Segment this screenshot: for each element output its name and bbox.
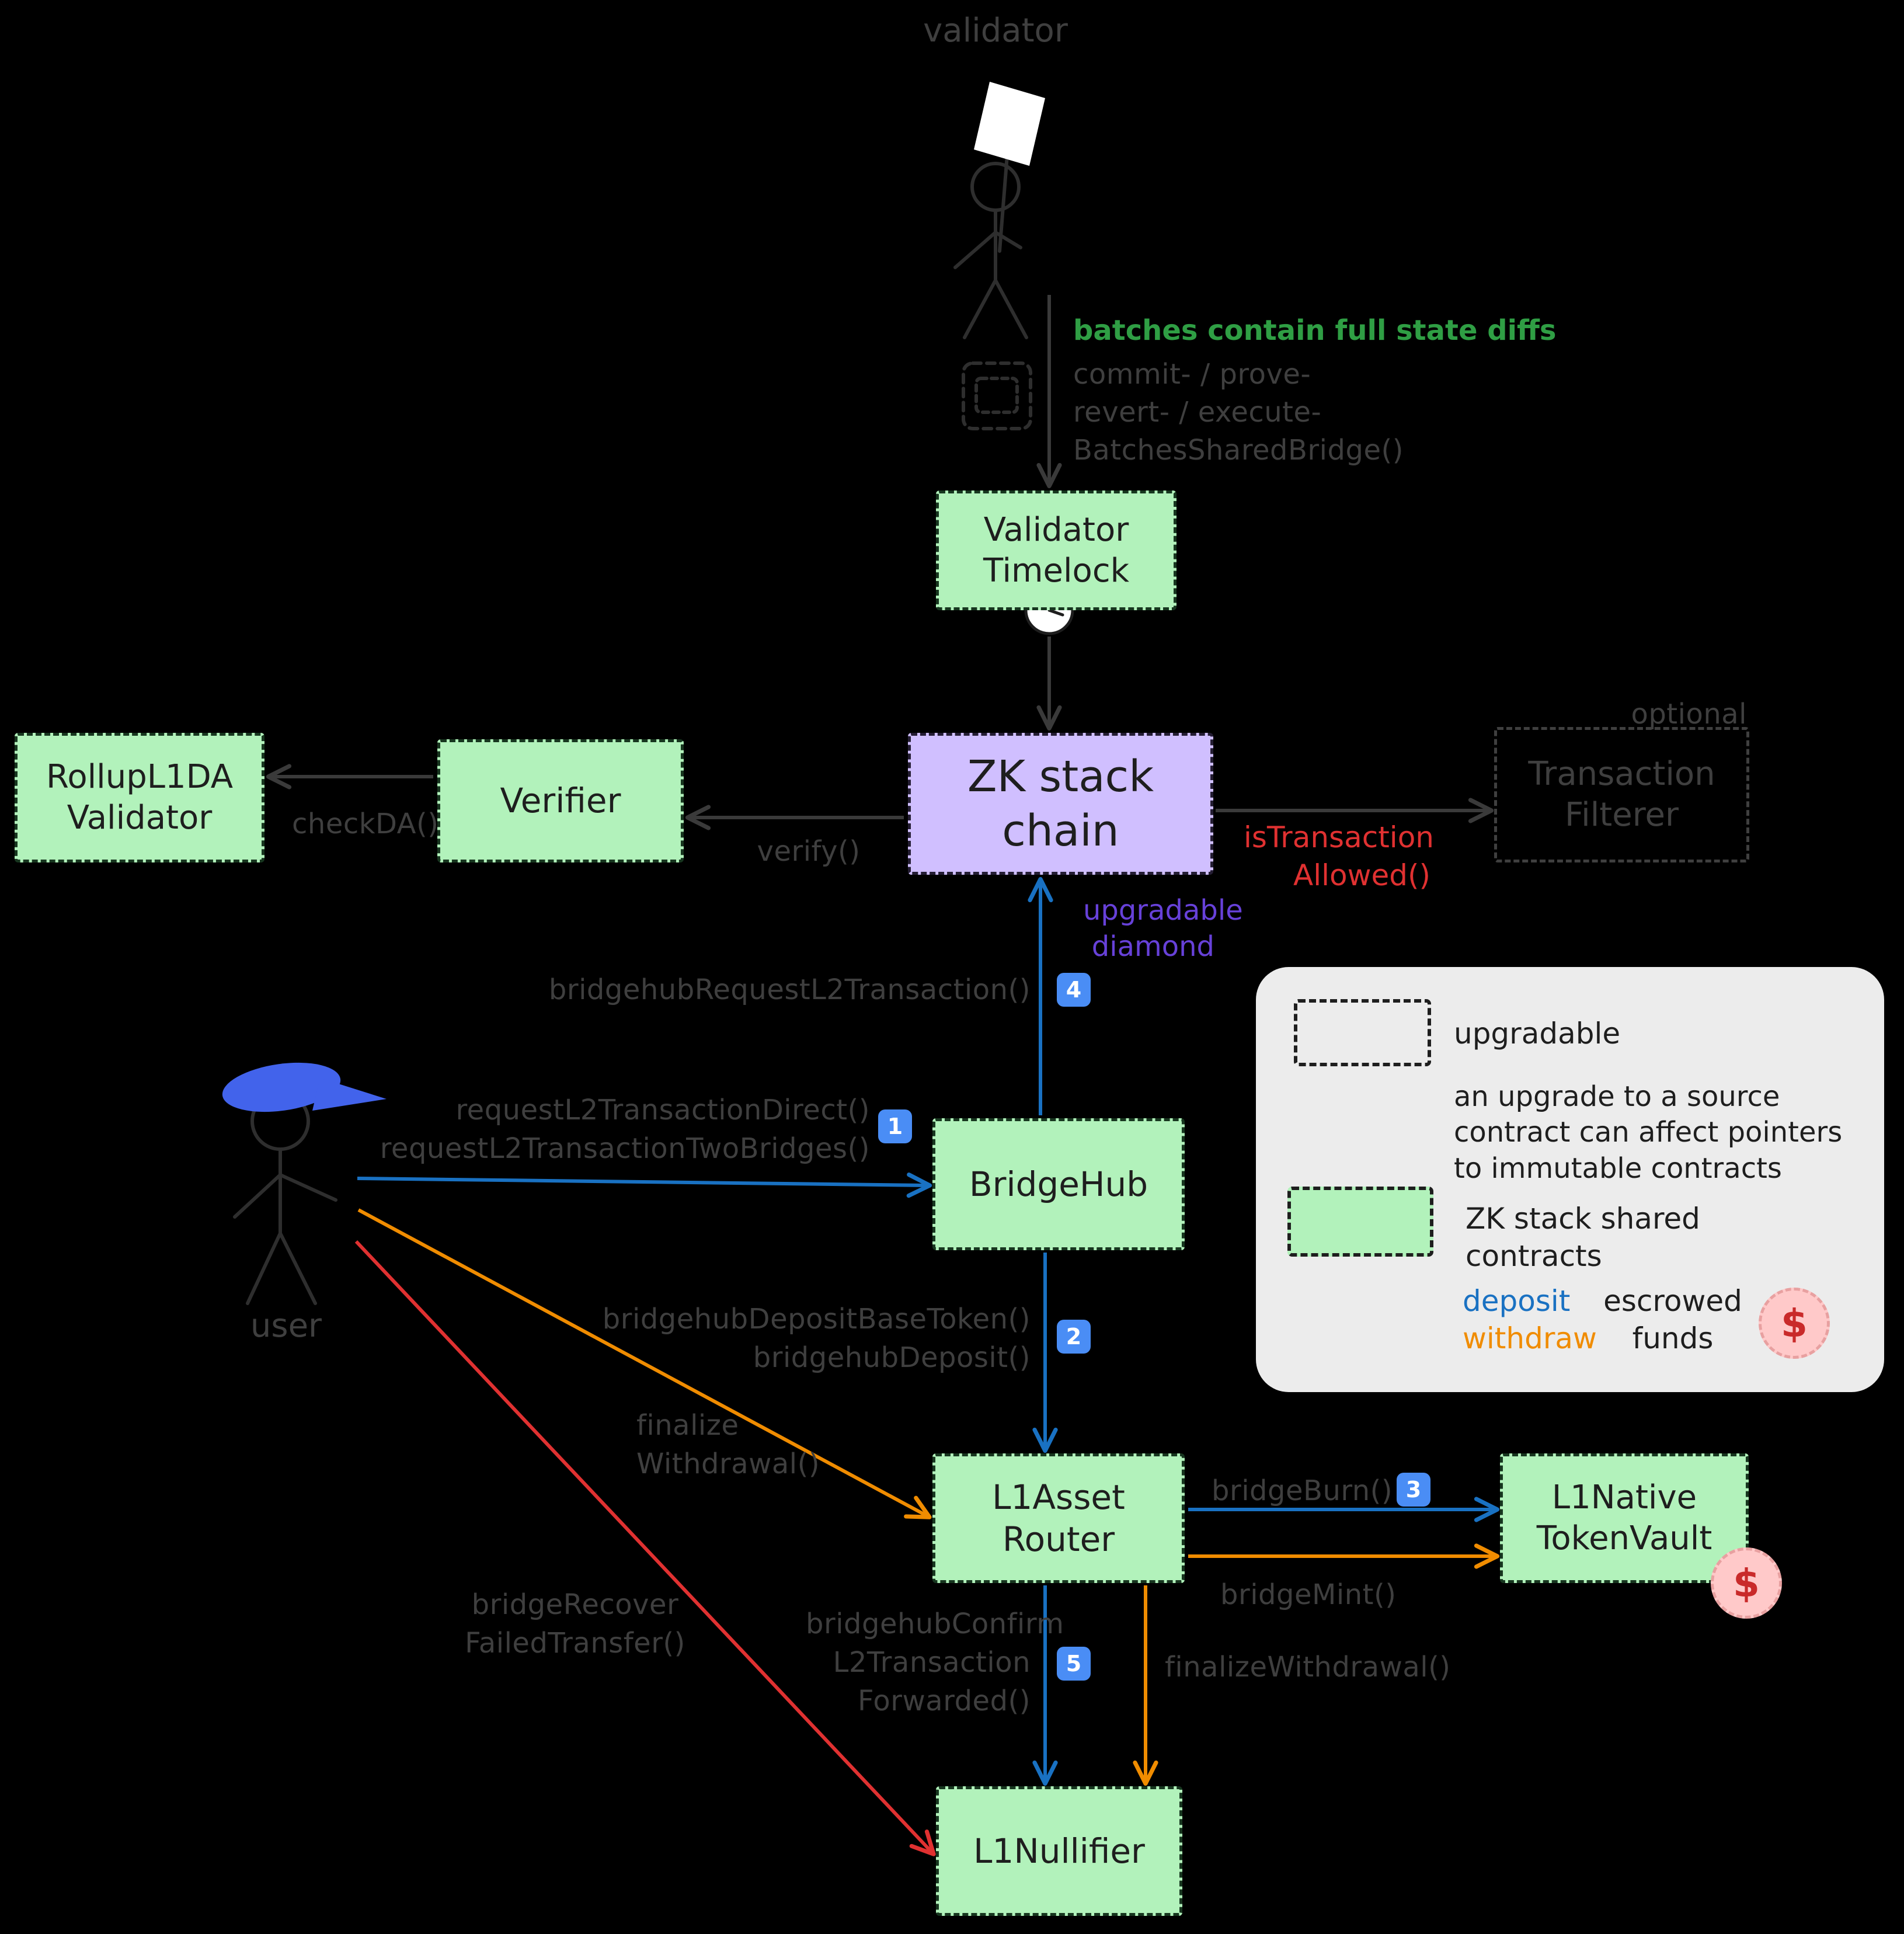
node-l1-nullifier: L1Nullifier	[936, 1786, 1182, 1916]
arrow-user-to-bridgehub	[357, 1173, 932, 1198]
label-bridge-recover-failed-transfer: bridgeRecover FailedTransfer()	[465, 1588, 685, 1660]
legend-withdraw-label: withdraw	[1463, 1321, 1597, 1355]
label-finalize-withdrawal: finalizeWithdrawal()	[1165, 1651, 1451, 1683]
node-bridgehub: BridgeHub	[932, 1118, 1185, 1250]
flag-icon	[974, 82, 1045, 166]
legend-deposit-label: deposit	[1463, 1284, 1571, 1318]
legend-upgradable-swatch-icon	[1294, 999, 1431, 1066]
step-badge-5: 5	[1057, 1647, 1091, 1681]
step-badge-3: 3	[1397, 1473, 1430, 1507]
label-bridgehub-request-l2-transaction: bridgehubRequestL2Transaction()	[548, 973, 1031, 1006]
optional-tag: optional	[1631, 698, 1747, 731]
legend-upgradable-label: upgradable	[1454, 1017, 1621, 1051]
node-rollup-l1da-validator: RollupL1DA Validator	[15, 733, 264, 862]
batches-note: batches contain full state diffs	[1073, 314, 1557, 347]
label-is-transaction-allowed: isTransaction Allowed()	[1244, 820, 1434, 892]
label-request-l2-transaction: requestL2TransactionDirect() requestL2Tr…	[380, 1094, 870, 1166]
validator-figure-icon	[953, 95, 1032, 430]
label-bridgehub-deposit: bridgehubDepositBaseToken() bridgehubDep…	[602, 1303, 1031, 1375]
node-transaction-filterer: Transaction Filterer	[1494, 727, 1749, 862]
legend-shared-swatch-icon	[1287, 1187, 1433, 1257]
legend-upgrade-note: an upgrade to a source contract can affe…	[1454, 1080, 1843, 1185]
step-badge-1: 1	[878, 1109, 912, 1143]
dollar-icon: $	[1711, 1547, 1782, 1619]
batch-call-line-2: revert- / execute-	[1073, 396, 1322, 429]
batch-call-line-1: commit- / prove-	[1073, 358, 1311, 391]
user-cap-icon	[222, 1062, 387, 1112]
user-figure-icon	[233, 1091, 337, 1305]
label-bridgehub-confirm: bridgehubConfirm L2Transaction Forwarded…	[806, 1608, 1064, 1718]
label-check-da: checkDA()	[292, 808, 439, 840]
node-l1-asset-router: L1Asset Router	[932, 1453, 1185, 1583]
validator-label: validator	[923, 12, 1068, 50]
legend-escrowed-label: escrowed funds	[1603, 1284, 1742, 1355]
step-badge-2: 2	[1057, 1320, 1091, 1354]
node-verifier: Verifier	[437, 739, 684, 862]
step-badge-4: 4	[1057, 973, 1091, 1007]
label-bridge-burn: bridgeBurn()	[1212, 1474, 1393, 1507]
node-zk-stack-chain: ZK stack chain	[908, 733, 1213, 875]
label-finalize-withdrawal-user: finalize Withdrawal()	[636, 1409, 820, 1481]
batch-call-line-3: BatchesSharedBridge()	[1073, 434, 1404, 467]
node-validator-timelock: Validator Timelock	[936, 491, 1176, 610]
legend-dollar-icon: $	[1759, 1288, 1830, 1359]
node-l1-native-token-vault: L1Native TokenVault	[1500, 1453, 1749, 1583]
label-bridge-mint: bridgeMint()	[1220, 1578, 1397, 1611]
legend-shared-label: ZK stack shared contracts	[1466, 1202, 1700, 1273]
user-label: user	[250, 1307, 322, 1345]
label-verify: verify()	[757, 835, 861, 868]
label-upgradable-diamond: upgradable diamond	[1083, 894, 1243, 963]
